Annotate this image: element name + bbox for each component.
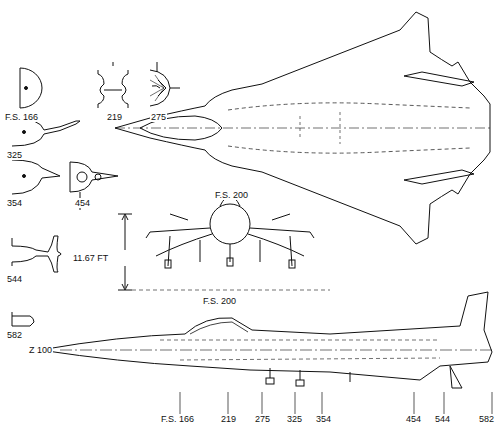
station-label: F.S. 166 <box>4 112 39 122</box>
station-label: 219 <box>106 112 123 122</box>
station-label: 354 <box>6 198 23 208</box>
side-view <box>40 292 495 388</box>
section-219 <box>98 62 128 108</box>
station-label: F.S. 200 <box>214 190 249 200</box>
station-label: Z 100 <box>28 345 53 355</box>
station-label: 325 <box>6 150 23 160</box>
station-label: 544 <box>6 274 23 284</box>
station-ticks <box>180 392 492 414</box>
station-label: 275 <box>254 414 271 424</box>
front-view <box>146 196 314 268</box>
plan-view <box>115 12 490 244</box>
station-label: 454 <box>74 198 91 208</box>
station-label: 275 <box>150 112 167 122</box>
section-166 <box>20 68 42 108</box>
station-label: 325 <box>286 414 303 424</box>
section-454 <box>70 162 118 210</box>
station-label: 354 <box>315 414 332 424</box>
height-dimension <box>118 214 330 290</box>
section-354 <box>12 160 60 194</box>
section-325 <box>12 118 80 146</box>
station-label: 544 <box>434 414 451 424</box>
section-544 <box>12 236 61 272</box>
station-label: F.S. 166 <box>160 414 195 424</box>
station-label: 454 <box>405 414 422 424</box>
station-label: 582 <box>478 414 495 424</box>
station-label: 219 <box>220 414 237 424</box>
section-275 <box>150 62 180 106</box>
section-582 <box>12 312 34 326</box>
station-label: 11.67 FT <box>72 253 109 263</box>
station-label: 582 <box>6 330 23 340</box>
station-label: F.S. 200 <box>202 296 237 306</box>
